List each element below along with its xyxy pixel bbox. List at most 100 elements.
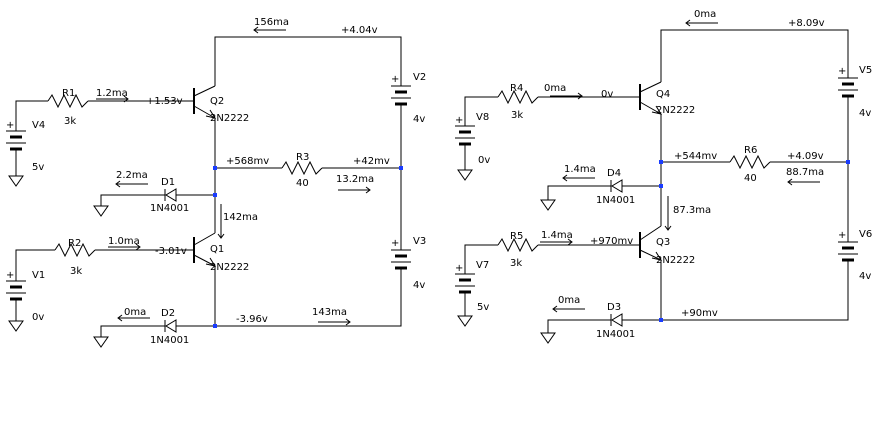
wire-right-top: [660, 29, 849, 82]
right-top-current-arrow: [685, 19, 718, 27]
resistor-r3: [281, 160, 323, 176]
battery-v6: +: [838, 230, 858, 262]
d3-current: 0ma: [558, 295, 580, 306]
v8-value: 0v: [478, 155, 490, 166]
transistor-q2: [193, 85, 217, 119]
r6-current-arrow: [787, 178, 820, 186]
v5-name: V5: [859, 65, 872, 76]
right-q-current-arrow: [664, 196, 672, 231]
svg-text:+: +: [391, 74, 399, 85]
diode-d2: [100, 319, 177, 337]
d3-current-arrow: [552, 305, 585, 313]
battery-v8: +: [455, 115, 475, 170]
wire-right-v6-bottom: [661, 262, 849, 321]
v8-name: V8: [476, 112, 489, 123]
node-left-r3-right: [399, 166, 403, 170]
v3-name: V3: [413, 236, 426, 247]
q3-model: 2N2222: [656, 255, 695, 266]
left-q-current-arrow: [217, 204, 225, 239]
r5-current-arrow: [540, 238, 573, 246]
r1-value: 3k: [64, 116, 76, 127]
svg-text:+: +: [391, 238, 399, 249]
ground-icon-d4: [540, 199, 556, 211]
r2-current-arrow: [108, 243, 141, 251]
q2-model: 2N2222: [210, 113, 249, 124]
d4-current: 1.4ma: [564, 164, 596, 175]
v1-name: V1: [32, 270, 45, 281]
left-mid-voltage-left: +568mv: [226, 156, 269, 167]
right-top-voltage: +8.09v: [788, 18, 825, 29]
d2-current-arrow: [117, 314, 150, 322]
d1-model: 1N4001: [150, 203, 189, 214]
r2-name: R2: [68, 238, 81, 249]
resistor-r2: [54, 242, 96, 258]
node-right-r6-right: [846, 160, 850, 164]
d4-model: 1N4001: [596, 195, 635, 206]
r3-value: 40: [296, 178, 309, 189]
battery-v2: +: [391, 74, 411, 108]
r3-current-arrow: [338, 186, 371, 194]
ground-icon-d2: [93, 336, 109, 348]
d1-current-arrow: [115, 180, 148, 188]
ground-icon-d3: [540, 332, 556, 344]
node-left-d1: [213, 193, 217, 197]
node-right-d4: [659, 184, 663, 188]
v1-value: 0v: [32, 312, 44, 323]
transistor-q1: [193, 232, 217, 267]
v4-name: V4: [32, 120, 45, 131]
node-left-q2-emitter: [213, 166, 217, 170]
left-circuit: R1 3k 1.2ma + V4 5v +1.53v Q2 2N2222 156…: [6, 17, 426, 348]
r4-value: 3k: [511, 110, 523, 121]
left-q-current: 142ma: [223, 212, 258, 223]
transistor-q4: [639, 81, 663, 115]
svg-text:+: +: [455, 115, 463, 126]
left-top-current: 156ma: [254, 17, 289, 28]
r5-current: 1.4ma: [541, 230, 573, 241]
left-top-voltage: +4.04v: [341, 25, 378, 36]
svg-text:+: +: [6, 270, 14, 281]
left-mid-voltage-right: +42mv: [353, 156, 390, 167]
left-bottom-current: 143ma: [312, 307, 347, 318]
r3-name: R3: [296, 152, 309, 163]
r2-value: 3k: [70, 266, 82, 277]
q2-base-voltage: +1.53v: [146, 96, 183, 107]
d2-name: D2: [161, 308, 175, 319]
r3-current: 13.2ma: [336, 174, 374, 185]
q4-name: Q4: [656, 89, 670, 100]
left-bottom-current-arrow: [318, 318, 351, 326]
right-top-current: 0ma: [694, 9, 716, 20]
right-mid-voltage-right: +4.09v: [787, 151, 824, 162]
svg-text:+: +: [838, 66, 846, 77]
ground-icon-v1: [8, 320, 24, 332]
wire-right-v7-to-r5: [464, 244, 498, 268]
d2-current: 0ma: [124, 307, 146, 318]
battery-v5: +: [838, 66, 858, 100]
node-left-bottom: [213, 324, 217, 328]
wire-left-v4-to-r1: [15, 100, 48, 125]
r1-current-arrow: [96, 95, 129, 103]
q4-model: 2N2222: [656, 105, 695, 116]
r4-name: R4: [510, 83, 523, 94]
v3-value: 4v: [413, 280, 425, 291]
v5-value: 4v: [859, 108, 871, 119]
d1-current: 2.2ma: [116, 170, 148, 181]
r6-current: 88.7ma: [786, 167, 824, 178]
right-mid-voltage-left: +544mv: [674, 151, 717, 162]
r1-name: R1: [62, 88, 75, 99]
r6-name: R6: [744, 145, 757, 156]
v7-value: 5v: [477, 302, 489, 313]
d3-name: D3: [607, 302, 621, 313]
d1-name: D1: [161, 177, 175, 188]
d4-name: D4: [607, 168, 621, 179]
left-bottom-voltage: -3.96v: [236, 314, 268, 325]
transistor-q3: [639, 225, 663, 261]
r1-current: 1.2ma: [96, 88, 128, 99]
r5-value: 3k: [510, 258, 522, 269]
right-bottom-voltage: +90mv: [681, 308, 718, 319]
q2-name: Q2: [210, 96, 224, 107]
resistor-r6: [729, 154, 771, 170]
q1-name: Q1: [210, 244, 224, 255]
r4-current: 0ma: [544, 83, 566, 94]
r2-current: 1.0ma: [108, 236, 140, 247]
svg-text:+: +: [6, 120, 14, 131]
